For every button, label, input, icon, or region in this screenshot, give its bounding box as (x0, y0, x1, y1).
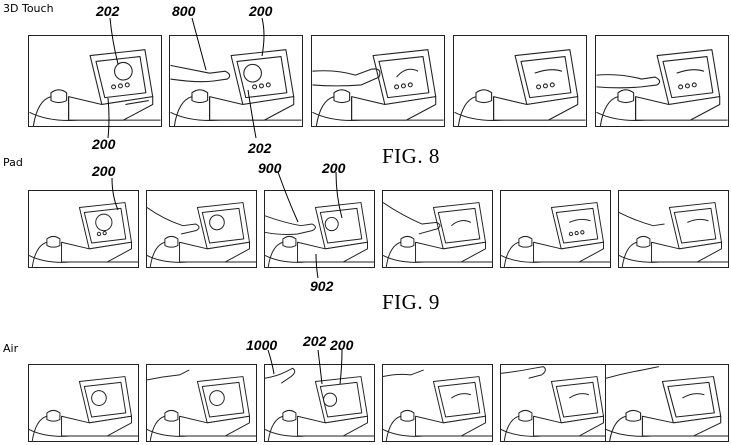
device-with-hand-illustration (383, 369, 492, 441)
device-with-hand-illustration (265, 367, 374, 441)
device-with-hand-illustration (501, 366, 610, 441)
air-panel-1 (28, 364, 139, 442)
device-with-hand-illustration (29, 49, 161, 126)
device-with-hand-illustration (147, 369, 256, 441)
fig9-panel-4 (382, 190, 493, 268)
air-panel-4 (382, 364, 493, 442)
device-with-hand-illustration (501, 202, 610, 267)
device-with-hand-illustration (147, 202, 256, 267)
device-with-hand-illustration (312, 49, 444, 126)
fig8-panel-4 (453, 35, 587, 127)
fig9-panel-3 (264, 190, 375, 268)
ref-numeral-200-air: 200 (330, 337, 354, 353)
fig8-panel-3 (311, 35, 445, 127)
device-with-hand-illustration (606, 366, 728, 441)
fig8-panel-2 (169, 35, 303, 127)
air-panel-3 (264, 364, 375, 442)
row-label-3d-touch: 3D Touch (3, 2, 54, 15)
air-panel-2 (146, 364, 257, 442)
ref-numeral-200-fig9-right: 200 (322, 160, 346, 176)
device-with-hand-illustration (596, 49, 728, 126)
ref-numeral-800: 800 (172, 3, 196, 19)
device-with-hand-illustration (454, 49, 586, 126)
device-with-hand-illustration (383, 202, 492, 267)
device-with-hand-illustration (265, 202, 374, 267)
ref-numeral-200-fig8-top: 200 (249, 3, 273, 19)
device-with-hand-illustration (619, 202, 728, 267)
device-with-hand-illustration (170, 49, 302, 126)
fig-9-caption: FIG. 9 (382, 290, 440, 314)
device-illustration (29, 376, 138, 441)
ref-numeral-200-fig9-left: 200 (92, 163, 116, 179)
air-panel-5 (500, 364, 611, 442)
ref-numeral-902: 902 (310, 278, 334, 294)
ref-numeral-202-fig8-bottom: 202 (248, 140, 272, 156)
ref-numeral-200-fig8-bottom: 200 (92, 136, 116, 152)
fig9-panel-5 (500, 190, 611, 268)
fig9-panel-2 (146, 190, 257, 268)
air-panel-6 (605, 364, 729, 442)
fig8-panel-1 (28, 35, 162, 127)
fig9-panel-1 (28, 190, 139, 268)
ref-numeral-202-fig8: 202 (96, 3, 120, 19)
fig-8-caption: FIG. 8 (382, 144, 440, 168)
fig9-panel-6 (618, 190, 729, 268)
device-with-hand-illustration (29, 202, 138, 267)
fig8-panel-5 (595, 35, 729, 127)
row-label-pad: Pad (3, 156, 23, 169)
ref-numeral-900: 900 (258, 160, 282, 176)
row-label-air: Air (3, 342, 19, 355)
ref-numeral-202-air: 202 (303, 333, 327, 349)
ref-numeral-1000: 1000 (246, 337, 278, 353)
